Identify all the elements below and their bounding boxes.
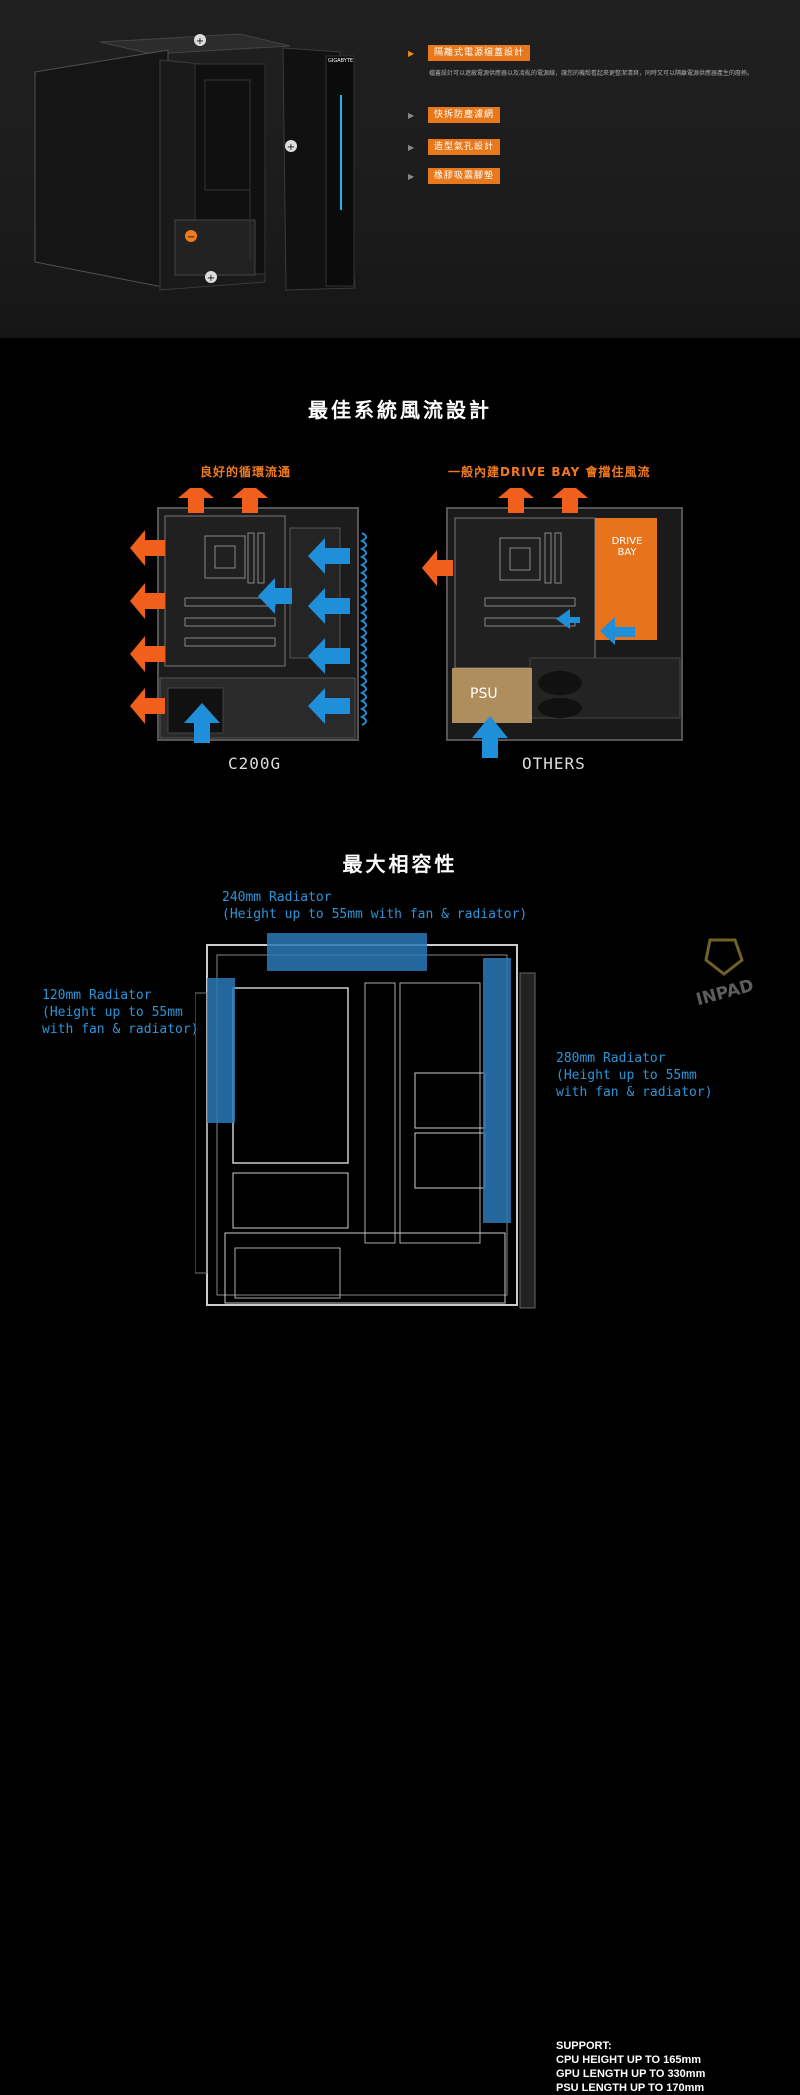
feature-item-rubber-feet[interactable]: ▶ 橡膠吸震腳墊: [408, 168, 501, 184]
play-arrow-icon: ▶: [408, 142, 415, 152]
compatibility-title: 最大相容性: [342, 852, 458, 876]
c200g-airflow-diagram: [130, 488, 367, 743]
play-arrow-icon: ▶: [408, 171, 415, 181]
compatibility-section: 最大相容性 240mm Radiator (Height up to 55mm …: [0, 808, 800, 2094]
psu-label: PSU: [470, 686, 498, 702]
psu-length-spec: PSU LENGTH UP TO 170mm: [556, 2082, 705, 2094]
svg-text:+: +: [287, 142, 295, 153]
play-arrow-icon: ▶: [408, 110, 415, 120]
svg-text:+: +: [207, 273, 215, 284]
right-subtitle: 一般內建DRIVE BAY 會擋住風流: [448, 465, 651, 479]
feature-label: 造型氣孔設計: [428, 139, 501, 155]
svg-text:+: +: [196, 36, 204, 47]
feature-label: 隔離式電源檔蓋設計: [428, 45, 531, 61]
feature-item-dust-filter[interactable]: ▶ 快拆防塵濾網: [408, 107, 501, 123]
feature-label: 橡膠吸震腳墊: [428, 168, 501, 184]
play-arrow-icon: ▶: [408, 48, 415, 58]
feature-label: 快拆防塵濾網: [428, 107, 501, 123]
psu-shroud-section: + + + − GIGABYTE ▶ 隔離式電源檔蓋設計 檔蓋設計可以遮蔽電源供…: [0, 0, 800, 338]
airflow-section: 最佳系統風流設計 良好的循環流通 一般內建DRIVE BAY 會擋住風流: [0, 338, 800, 808]
feature-item-vent-design[interactable]: ▶ 造型氣孔設計: [408, 139, 501, 155]
airflow-title: 最佳系統風流設計: [308, 398, 492, 422]
others-airflow-diagram: [422, 488, 683, 758]
left-subtitle: 良好的循環流通: [200, 465, 292, 479]
radiator-240-label: 240mm Radiator (Height up to 55mm with f…: [222, 890, 528, 922]
case-exploded-illustration: + + + −: [34, 33, 356, 291]
svg-text:−: −: [187, 232, 195, 243]
inpad-watermark-logo: INPAD: [680, 938, 770, 1010]
case-compatibility-diagram: [195, 933, 536, 1309]
feature-description: 檔蓋設計可以遮蔽電源供應器以及凌亂的電源線，讓您的機殼看起來更整潔清爽，同時又可…: [429, 70, 754, 77]
cpu-height-spec: CPU HEIGHT UP TO 165mm: [556, 2054, 702, 2066]
gpu-length-spec: GPU LENGTH UP TO 330mm: [556, 2068, 706, 2080]
support-specs: SUPPORT: CPU HEIGHT UP TO 165mm GPU LENG…: [556, 2039, 705, 2095]
svg-text:INPAD: INPAD: [694, 976, 756, 1008]
c200g-label: C200G: [228, 754, 282, 773]
brand-logo: GIGABYTE: [328, 58, 354, 64]
drive-bay-label: DRIVE BAY: [611, 536, 643, 558]
radiator-280-label: 280mm Radiator (Height up to 55mm with f…: [556, 1051, 713, 1100]
others-label: OTHERS: [522, 754, 586, 773]
support-heading: SUPPORT:: [556, 2040, 612, 2052]
radiator-120-label: 120mm Radiator (Height up to 55mm with f…: [42, 988, 199, 1037]
feature-item-psu-shroud[interactable]: ▶ 隔離式電源檔蓋設計: [408, 45, 531, 61]
